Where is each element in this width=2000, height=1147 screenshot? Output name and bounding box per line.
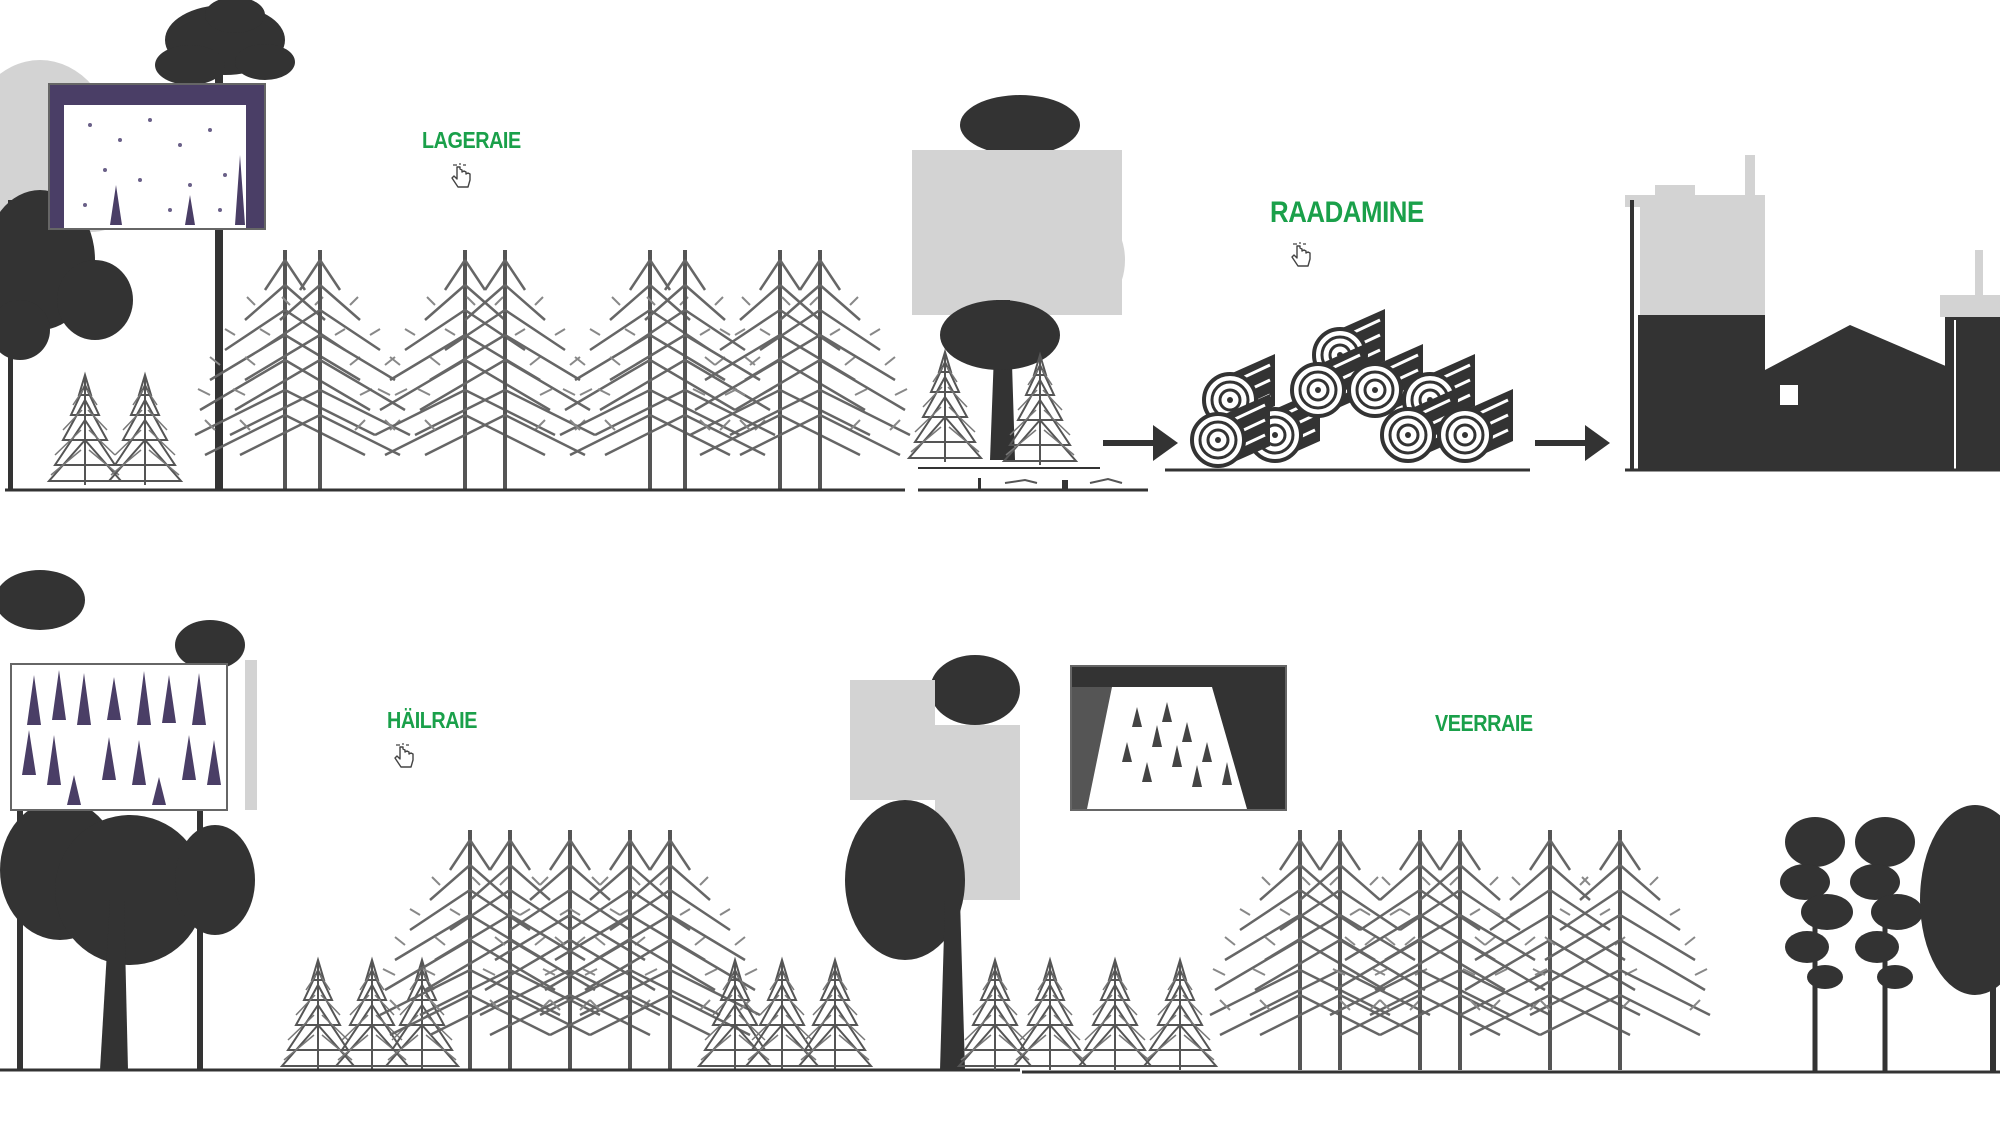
pointing-hand-icon[interactable]	[451, 162, 471, 188]
raadamine-tree	[912, 95, 1125, 460]
lageraie-panel	[0, 0, 912, 492]
young-pine	[593, 248, 777, 492]
arrow-right-icon	[1535, 425, 1610, 461]
clearcut-aerial-icon	[50, 85, 264, 228]
veerraie-panel	[958, 805, 2000, 1072]
hailraie-panel	[0, 570, 1020, 1072]
log-pile-icon	[1190, 307, 1515, 468]
young-pine	[728, 248, 912, 492]
sapling-tree	[1013, 959, 1087, 1071]
young-pine	[578, 828, 762, 1072]
young-pine	[1458, 828, 1642, 1072]
pointing-hand-icon[interactable]	[1291, 241, 1311, 267]
hailraie-right-tree	[845, 655, 1020, 1070]
gap-cutting-aerial-icon	[22, 670, 221, 805]
raadamine-label[interactable]: RAADAMINE	[1270, 196, 1424, 229]
young-pine	[558, 248, 742, 492]
young-pine	[1528, 828, 1712, 1072]
lageraie-label[interactable]: LAGERAIE	[422, 127, 521, 153]
sapling-tree	[908, 351, 982, 463]
sapling-tree	[281, 959, 355, 1071]
factory-silhouette	[1625, 155, 2000, 470]
hailraie-label[interactable]: HÄILRAIE	[387, 707, 477, 733]
young-pine	[378, 828, 562, 1072]
veerraie-label[interactable]: VEERRAIE	[1435, 710, 1533, 736]
sapling-tree	[1003, 354, 1077, 466]
lageraie-thumbnail[interactable]	[48, 83, 266, 230]
young-pine	[688, 248, 872, 492]
right-dark-tree	[1920, 805, 2000, 1072]
young-pine	[413, 248, 597, 492]
sapling-tree	[108, 374, 182, 486]
mature-pine	[1780, 817, 1853, 1072]
young-pine	[228, 248, 412, 492]
raadamine-panel	[908, 95, 2000, 492]
tall-pine-silhouette	[155, 0, 295, 490]
pointing-hand-icon[interactable]	[394, 742, 414, 768]
sapling-tree	[798, 959, 872, 1071]
sapling-tree	[1078, 959, 1152, 1071]
arrow-right-icon	[1103, 425, 1178, 461]
sapling-tree	[1143, 959, 1217, 1071]
sapling-tree	[48, 374, 122, 486]
veerraie-thumbnail[interactable]	[1070, 665, 1287, 811]
young-pine	[373, 248, 557, 492]
left-oak-silhouette	[0, 190, 133, 490]
sapling-tree	[958, 959, 1032, 1071]
left-mature-trees	[0, 570, 257, 1070]
mature-pine	[1850, 817, 1923, 1072]
strip-cutting-aerial-icon	[1072, 667, 1285, 809]
hailraie-thumbnail[interactable]	[10, 663, 228, 811]
